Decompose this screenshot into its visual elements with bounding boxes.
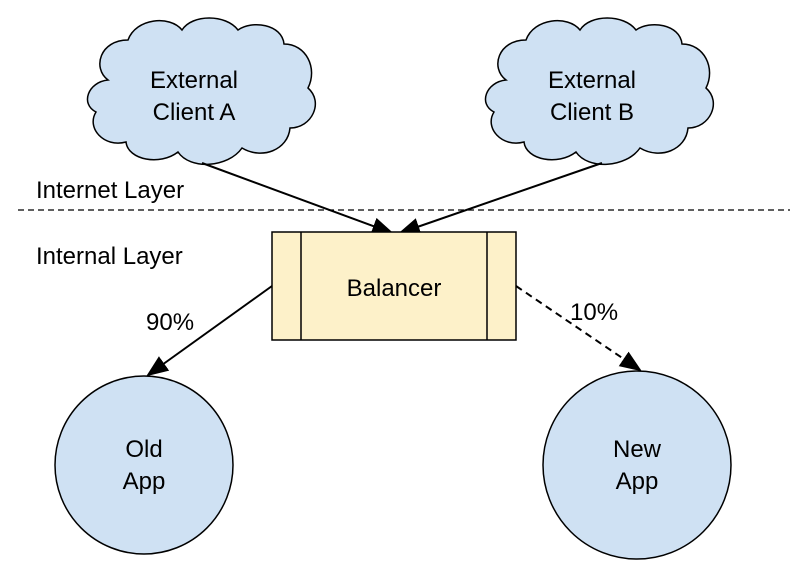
cloud-client-a: External Client A: [86, 17, 317, 165]
client-a-label-line1: External: [150, 67, 238, 94]
new-app-label-line2: App: [616, 468, 659, 495]
old-app-circle: [54, 375, 234, 555]
internet-layer-label: Internet Layer: [36, 177, 184, 204]
client-a-label-line2: Client A: [153, 99, 236, 126]
old-app-node: Old App: [54, 375, 234, 555]
old-app-label-line2: App: [123, 468, 166, 495]
cloud-shape-b: [484, 17, 715, 165]
balancer-label: Balancer: [347, 275, 442, 302]
internal-layer-label: Internal Layer: [36, 243, 183, 270]
arrow-client-a-to-balancer: [201, 162, 395, 235]
new-app-label-line1: New: [613, 436, 662, 463]
new-app-node: New App: [542, 370, 732, 560]
balancer-box: [271, 231, 517, 341]
balancer-node: Balancer: [271, 231, 517, 341]
arrow-balancer-to-old-app: [146, 285, 273, 377]
new-app-circle: [542, 370, 732, 560]
cloud-shape-a: [86, 17, 317, 165]
old-share-label: 90%: [146, 309, 194, 336]
new-share-label: 10%: [570, 299, 618, 326]
cloud-client-b: External Client B: [484, 17, 715, 165]
old-app-label-line1: Old: [125, 436, 162, 463]
arrow-balancer-to-new-app: [515, 285, 642, 372]
arrow-client-b-to-balancer: [397, 162, 603, 235]
client-b-label-line2: Client B: [550, 99, 634, 126]
client-b-label-line1: External: [548, 67, 636, 94]
